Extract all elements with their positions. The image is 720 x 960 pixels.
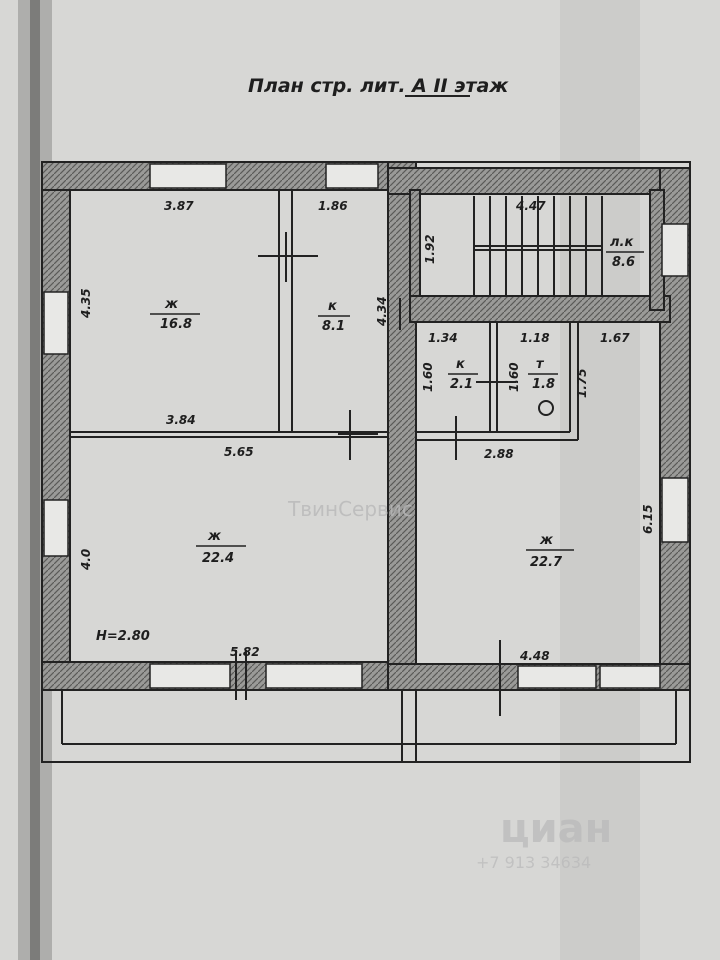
dim-bottom-left: 5.82 <box>230 645 260 659</box>
room-area: 22.4 <box>202 551 234 566</box>
dim-small-right: 1.75 <box>575 368 589 398</box>
room-type: ж <box>164 297 179 312</box>
dim-stair-left: 1.92 <box>423 234 437 264</box>
room-area: 1.8 <box>532 377 555 392</box>
windows <box>43 163 689 689</box>
room-area: 22.7 <box>530 555 563 570</box>
dim-stair-top: 4.47 <box>515 199 546 213</box>
dim-right-vertical: 6.15 <box>641 504 655 534</box>
room-area: 8.6 <box>612 255 635 270</box>
room-type: л.к <box>610 235 634 250</box>
partitions <box>41 161 691 763</box>
room-type: ж <box>207 529 222 544</box>
room-kitchen-1: к 8.1 <box>318 299 350 334</box>
dim-top-mid: 1.86 <box>318 199 348 213</box>
watermark-phone: +7 913 34634 <box>476 853 591 872</box>
staircase <box>473 196 603 296</box>
room-type: ж <box>539 533 554 548</box>
room-stair: л.к 8.6 <box>606 235 644 270</box>
room-kitchen-2: к 2.1 <box>448 357 478 392</box>
dim-small-left: 1.60 <box>421 362 435 392</box>
dim-small-mid: 1.60 <box>507 362 521 392</box>
room-type: к <box>328 299 338 314</box>
dim-small-t-top: 1.18 <box>520 331 550 345</box>
dim-left-lower: 4.0 <box>79 549 93 571</box>
dimension-labels: 3.87 1.86 4.35 4.34 3.84 5.65 4.0 5.82 4… <box>79 199 655 663</box>
room-type: т <box>536 357 545 372</box>
room-living-1: ж 16.8 <box>150 297 200 332</box>
room-area: 8.1 <box>322 319 345 334</box>
dim-bottom-right: 4.48 <box>519 649 550 663</box>
ceiling-height-label: H=2.80 <box>96 629 150 644</box>
toilet-icon <box>538 400 554 416</box>
dim-right-top: 1.67 <box>600 331 630 345</box>
dim-lower-left-top2: 5.65 <box>224 445 254 459</box>
dim-mid-vertical: 4.34 <box>375 296 389 327</box>
room-living-3: ж 22.7 <box>526 533 574 570</box>
dim-right-mid: 2.88 <box>484 447 514 461</box>
dim-small-k-top: 1.34 <box>428 331 458 345</box>
room-area: 2.1 <box>450 377 473 392</box>
plan-title: План стр. лит. А II этаж <box>248 75 509 97</box>
scan-streak-dark <box>30 0 40 960</box>
dim-left-upper: 4.35 <box>79 288 93 319</box>
watermark-center: ТвинСервис <box>287 497 413 521</box>
dim-top-left: 3.87 <box>164 199 194 213</box>
room-living-2: ж 22.4 <box>196 529 246 566</box>
watermark-cian: циан <box>500 806 612 852</box>
scan-streak-right <box>560 0 640 960</box>
room-type: к <box>456 357 466 372</box>
room-toilet: т 1.8 <box>528 357 558 392</box>
doors <box>235 232 516 716</box>
room-area: 16.8 <box>160 317 192 332</box>
dim-lower-left-top: 3.84 <box>166 413 196 427</box>
